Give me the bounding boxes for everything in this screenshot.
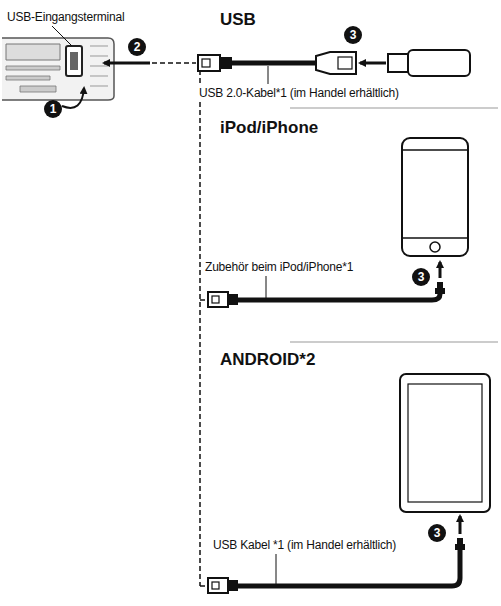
section-heading: iPod/iPhone (220, 118, 318, 138)
callout-number: 2 (128, 38, 146, 56)
cable-label: Zubehör beim iPod/iPhone*1 (204, 260, 354, 274)
usb-cable (198, 52, 356, 84)
callout-number: 3 (344, 26, 362, 44)
cable-label: USB 2.0-Kabel*1 (im Handel erhältlich) (198, 86, 400, 100)
iphone-cable (208, 276, 440, 307)
usb-stick (360, 50, 470, 76)
cable-label: USB Kabel *1 (im Handel erhältlich) (212, 538, 397, 552)
iphone (402, 138, 468, 294)
section-heading: USB (220, 10, 256, 30)
section-heading: ANDROID*2 (220, 350, 315, 370)
callout-number: 3 (428, 524, 446, 542)
android-tablet (400, 374, 490, 550)
android-cable (208, 550, 460, 593)
callout-number: 3 (412, 268, 430, 286)
terminal-label: USB-Eingangsterminal (6, 10, 125, 24)
car-stereo (2, 38, 114, 100)
callout-number: 1 (44, 100, 62, 118)
